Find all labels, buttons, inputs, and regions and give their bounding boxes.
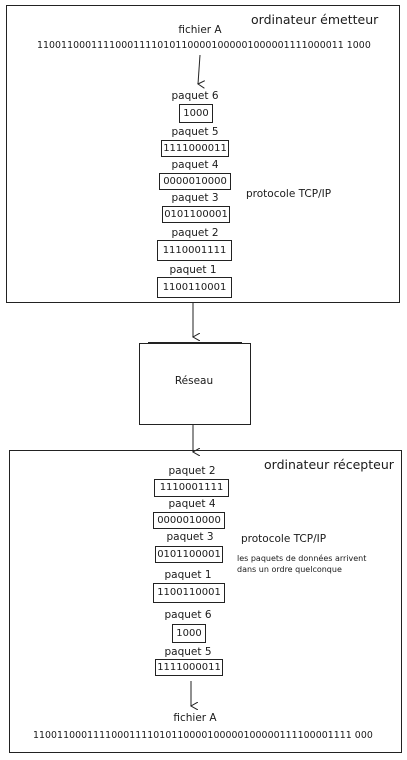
sender-packet-6-box: 1000 xyxy=(179,104,213,123)
sender-packet-2-box: 1110001111 xyxy=(157,240,232,261)
sender-packet-6-label: paquet 6 xyxy=(171,90,219,102)
sender-packet-6-bits: 1000 xyxy=(183,108,209,119)
receiver-protocol-label: protocole TCP/IP xyxy=(241,533,327,545)
sender-title: ordinateur émetteur xyxy=(251,12,379,27)
sender-packet-2-bits: 1110001111 xyxy=(162,245,227,256)
receiver-packet-1-box: 1100110001 xyxy=(153,583,225,603)
sender-packet-5-label: paquet 5 xyxy=(171,126,219,138)
sender-packet-4-label: paquet 4 xyxy=(171,159,219,171)
receiver-packet-4-label: paquet 4 xyxy=(168,498,216,510)
sender-packet-1-bits: 1100110001 xyxy=(162,282,227,293)
receiver-packet-4-bits: 0000010000 xyxy=(157,515,221,526)
receiver-file-label: fichier A xyxy=(173,712,217,724)
sender-file-bits: 1100110001111000111101011000010000010000… xyxy=(37,40,371,51)
receiver-packet-6-box: 1000 xyxy=(172,624,206,643)
sender-packet-5-box: 1111000011 xyxy=(161,140,229,157)
receiver-title: ordinateur récepteur xyxy=(264,457,394,472)
receiver-packet-4-box: 0000010000 xyxy=(153,512,225,529)
receiver-packet-6-label: paquet 6 xyxy=(164,609,212,621)
sender-packet-1-box: 1100110001 xyxy=(157,277,232,298)
sender-packet-4-box: 0000010000 xyxy=(159,173,231,190)
receiver-file-bits: 1100110001111000111101011000010000010000… xyxy=(33,730,373,741)
receiver-packet-5-box: 1111000011 xyxy=(155,659,223,676)
network-box xyxy=(139,343,251,425)
receiver-packet-3-bits: 0101100001 xyxy=(157,549,221,560)
network-label: Réseau xyxy=(174,375,214,387)
receiver-note-line-1: les paquets de données arrivent xyxy=(237,554,367,563)
sender-packet-2-label: paquet 2 xyxy=(171,227,219,239)
receiver-packet-2-label: paquet 2 xyxy=(168,465,216,477)
receiver-packet-3-label: paquet 3 xyxy=(166,531,214,543)
network-box-top-rule xyxy=(148,342,242,343)
sender-packet-3-bits: 0101100001 xyxy=(164,209,228,220)
sender-packet-3-label: paquet 3 xyxy=(171,192,219,204)
receiver-packet-1-bits: 1100110001 xyxy=(157,587,221,598)
sender-packet-4-bits: 0000010000 xyxy=(163,176,227,187)
receiver-packet-2-box: 1110001111 xyxy=(154,479,229,497)
receiver-packet-5-bits: 1111000011 xyxy=(157,662,221,673)
sender-packet-1-label: paquet 1 xyxy=(169,264,217,276)
receiver-packet-2-bits: 1110001111 xyxy=(159,482,224,493)
receiver-packet-3-box: 0101100001 xyxy=(155,546,223,563)
arrow-file-to-packets xyxy=(198,54,200,84)
sender-packet-3-box: 0101100001 xyxy=(162,206,230,223)
receiver-note-line-2: dans un ordre quelconque xyxy=(237,565,342,574)
sender-packet-5-bits: 1111000011 xyxy=(163,143,227,154)
receiver-packet-5-label: paquet 5 xyxy=(164,646,212,658)
sender-file-label: fichier A xyxy=(178,24,222,36)
receiver-packet-6-bits: 1000 xyxy=(176,628,202,639)
sender-protocol-label: protocole TCP/IP xyxy=(246,188,332,200)
receiver-packet-1-label: paquet 1 xyxy=(164,569,212,581)
